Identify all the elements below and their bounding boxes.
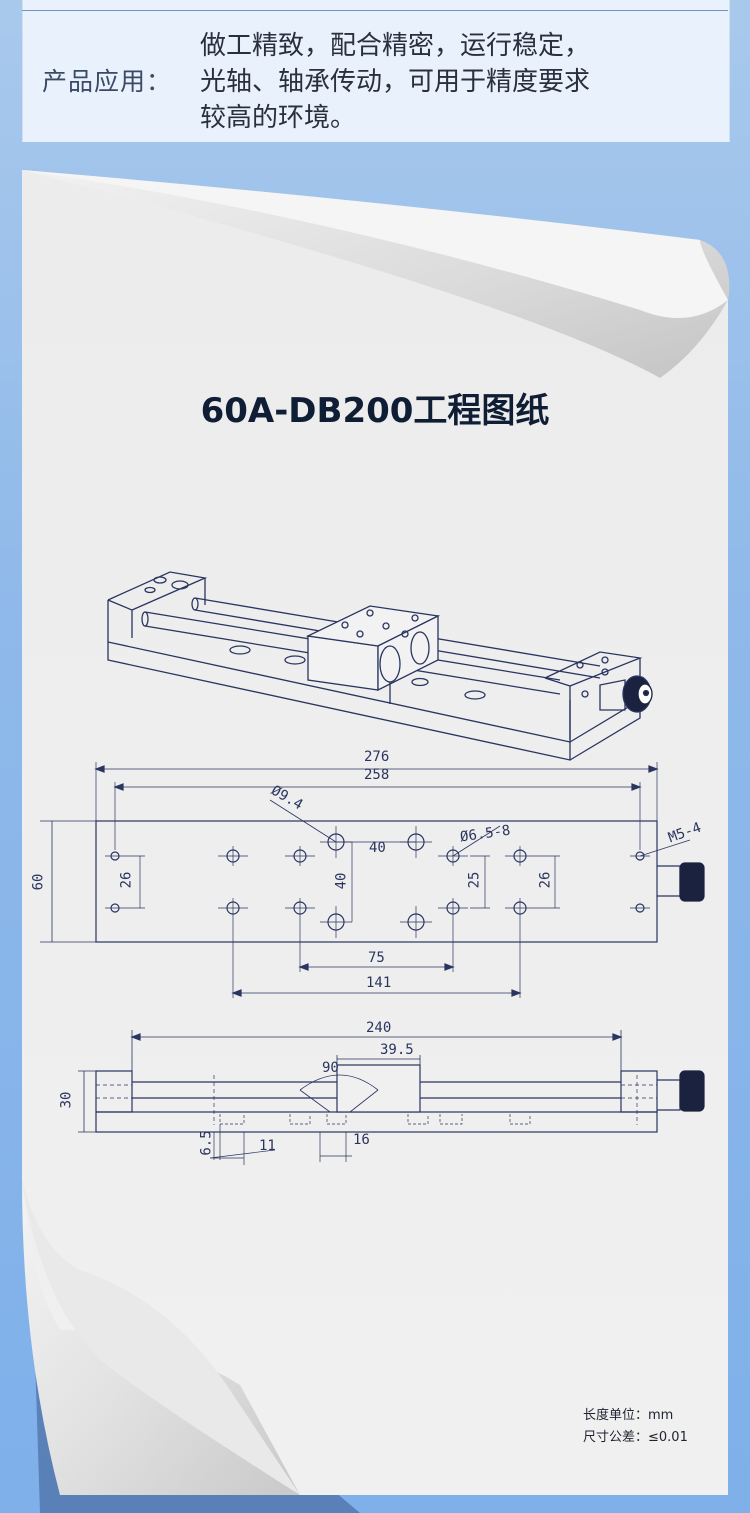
dim-240: 240 — [366, 1020, 392, 1036]
dim-26-left: 26 — [118, 871, 135, 889]
application-line-2: 光轴、轴承传动，可用于精度要求 — [200, 67, 591, 97]
dim-6.5: 6.5 — [198, 1130, 215, 1156]
dim-phi-9.4: Ø9.4 — [268, 782, 306, 814]
application-label: 产品应用： — [42, 67, 173, 96]
application-line-3: 较高的环境。 — [200, 103, 357, 133]
dim-25: 25 — [466, 871, 483, 889]
dim-60: 60 — [30, 873, 47, 891]
tolerance: 尺寸公差：≤0.01 — [583, 1430, 688, 1445]
dim-26-right: 26 — [537, 871, 554, 889]
application-line-1: 做工精致，配合精密，运行稳定， — [200, 31, 591, 61]
dim-276: 276 — [364, 749, 390, 765]
dim-16: 16 — [353, 1132, 370, 1148]
dim-40-vertical: 40 — [333, 872, 350, 890]
drawing-title: 60A-DB200工程图纸 — [200, 391, 550, 431]
dim-11: 11 — [259, 1138, 276, 1154]
dim-90: 90 — [322, 1060, 339, 1076]
length-unit: 长度单位：mm — [583, 1408, 674, 1423]
dim-39.5: 39.5 — [380, 1042, 414, 1058]
dim-m5-4: M5-4 — [666, 819, 704, 847]
dim-40-horizontal: 40 — [369, 840, 386, 856]
dim-phi-6.5-8: Ø6.5-8 — [459, 822, 512, 846]
dim-141: 141 — [366, 975, 392, 991]
units-note: 长度单位：mm 尺寸公差：≤0.01 — [583, 1405, 688, 1449]
dim-258: 258 — [364, 767, 390, 783]
divider-line — [22, 10, 728, 11]
dim-30: 30 — [58, 1091, 75, 1109]
product-application-card — [22, 0, 730, 142]
dim-75: 75 — [368, 950, 385, 966]
application-text: 做工精致，配合精密，运行稳定， 光轴、轴承传动，可用于精度要求 较高的环境。 — [200, 28, 670, 136]
